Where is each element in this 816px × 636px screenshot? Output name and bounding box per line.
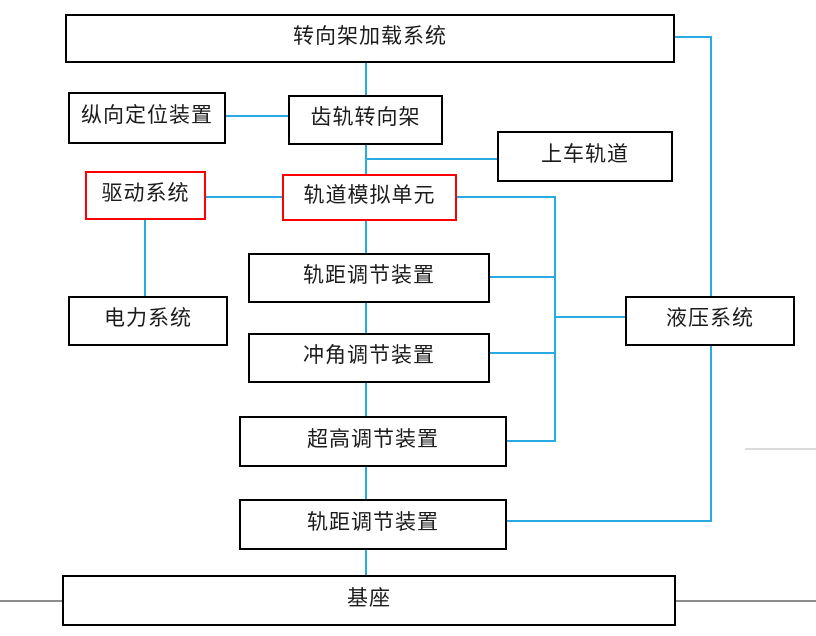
node-label: 转向架加载系统 (293, 23, 447, 48)
connector-gauge1-to-attack (365, 303, 367, 333)
connector-loading-to-bogie (365, 63, 367, 95)
node-track-simulation-unit: 轨道模拟单元 (282, 174, 457, 221)
node-label: 轨道模拟单元 (303, 182, 436, 207)
connector-right-bus (554, 196, 556, 442)
connector-tracksim-to-bus (457, 196, 556, 198)
node-label: 基座 (347, 585, 391, 610)
node-drive-system: 驱动系统 (85, 171, 206, 220)
node-label: 齿轨转向架 (310, 105, 421, 129)
page-rule-right (676, 600, 816, 602)
node-power-system: 电力系统 (68, 296, 228, 346)
connector-gauge1-to-bus (490, 276, 556, 278)
connector-branch-to-boarding-track (366, 158, 497, 160)
node-label: 驱动系统 (101, 180, 190, 205)
node-label: 轨距调节装置 (303, 263, 435, 287)
node-hydraulic-system: 液压系统 (625, 296, 795, 346)
page-rule-faint (745, 448, 816, 450)
connector-superelevation-to-gauge2 (365, 467, 367, 499)
connector-bus-to-superelevation (507, 440, 556, 442)
connector-gauge2-to-base (365, 550, 367, 575)
connector-attack-to-bus (490, 352, 556, 354)
connector-tracksim-to-gauge1 (365, 221, 367, 253)
node-longitudinal-positioning: 纵向定位装置 (68, 92, 226, 144)
node-gauge-adjust-2: 轨距调节装置 (239, 499, 507, 550)
node-label: 冲角调节装置 (303, 343, 435, 367)
node-rack-bogie: 齿轨转向架 (288, 95, 443, 145)
node-label: 轨距调节装置 (307, 509, 439, 534)
node-superelevation-adjust: 超高调节装置 (239, 416, 507, 467)
node-gauge-adjust-1: 轨距调节装置 (248, 253, 490, 303)
node-attack-angle-adjust: 冲角调节装置 (248, 333, 490, 383)
node-label: 纵向定位装置 (81, 103, 213, 127)
connector-right-rail (710, 36, 712, 522)
node-label: 电力系统 (104, 306, 192, 330)
node-label: 液压系统 (666, 306, 754, 330)
connector-drive-to-tracksim (206, 196, 282, 198)
page-rule-left (0, 600, 62, 602)
node-bogie-loading-system: 转向架加载系统 (65, 14, 675, 63)
connector-drive-to-power (144, 220, 146, 296)
node-base: 基座 (62, 575, 676, 626)
node-boarding-track: 上车轨道 (497, 131, 673, 182)
node-label: 上车轨道 (541, 141, 629, 166)
connector-attack-to-superelevation (365, 383, 367, 416)
connector-bus-to-hydraulic (556, 316, 625, 318)
connector-loading-to-right-rail (675, 36, 712, 38)
connector-longitudinal-to-bogie (226, 115, 288, 117)
node-label: 超高调节装置 (307, 426, 439, 451)
connector-right-rail-to-gauge2 (507, 520, 712, 522)
